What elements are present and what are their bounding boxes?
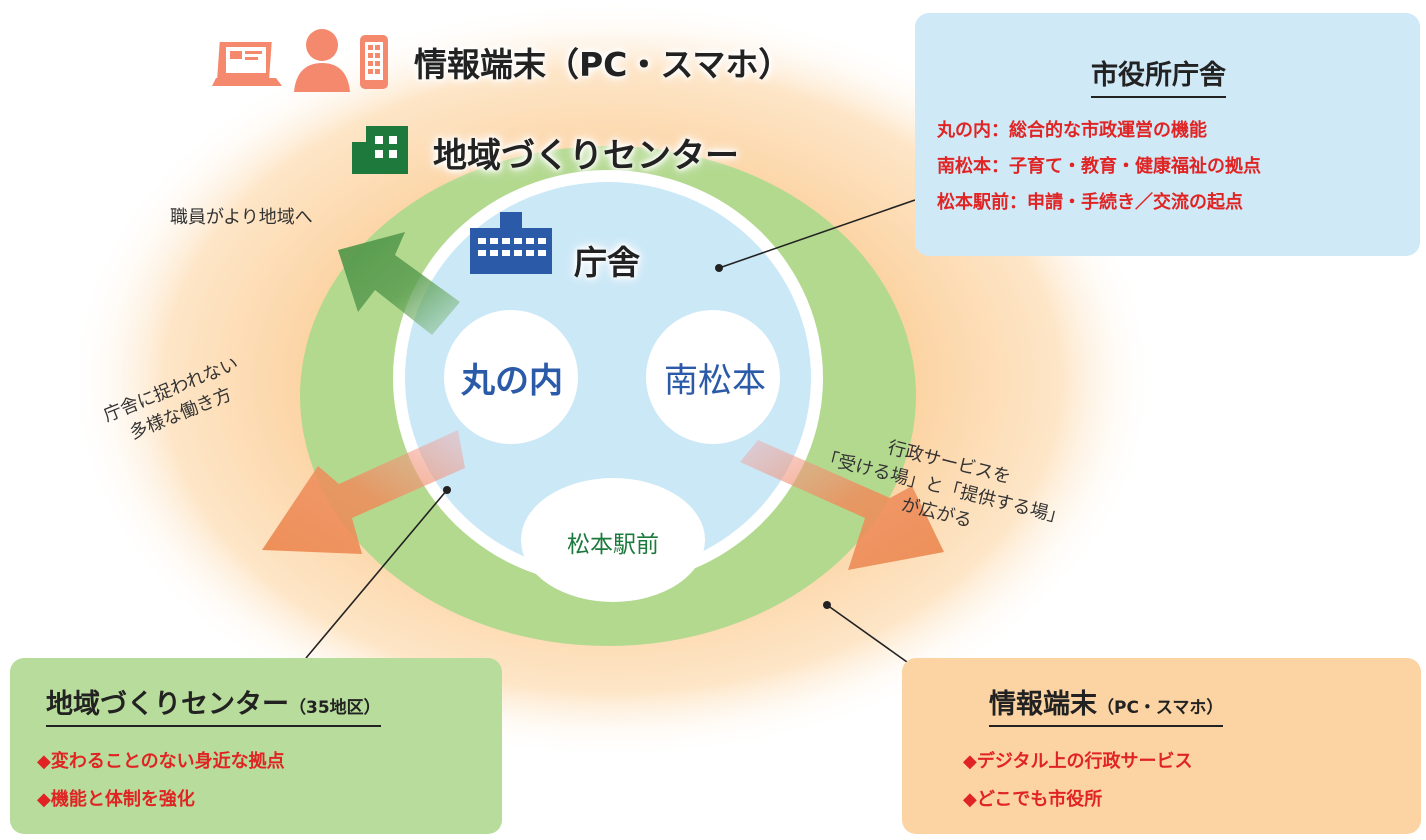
city-hall-building-icon xyxy=(470,212,552,274)
service-arrow xyxy=(740,440,944,570)
marunouchi-label: 丸の内 xyxy=(461,361,563,401)
city-hall-box-line: 丸の内：総合的な市政運営の機能 xyxy=(937,120,1207,141)
minami-matsumoto-circle xyxy=(646,310,780,444)
community-center-box-list: ◆変わることのない身近な拠点 ◆機能と体制を強化 xyxy=(37,743,285,819)
terminal-connector xyxy=(826,604,908,663)
community-center-box-subtitle: （35地区） xyxy=(289,698,381,718)
community-center-building-icon xyxy=(352,126,408,174)
staff-arrow xyxy=(338,232,460,335)
terminal-box-title-text: 情報端末 xyxy=(989,689,1097,720)
terminal-box-subtitle: （PC・スマホ） xyxy=(1097,698,1224,718)
city-hall-ring xyxy=(405,182,811,574)
laptop-icon xyxy=(212,42,282,86)
terminal-box-list: ◆デジタル上の行政サービス ◆どこでも市役所 xyxy=(963,743,1192,819)
staff-annotation: 職員がより地域へ xyxy=(170,207,313,228)
community-center-box-title-text: 地域づくりセンター xyxy=(46,689,289,720)
community-center-box-title: 地域づくりセンター（35地区） xyxy=(46,682,381,727)
workstyle-arrow xyxy=(262,430,465,554)
terminal-ring-title: 情報端末（PC・スマホ） xyxy=(414,45,792,84)
city-hall-info-box: 市役所庁舎 丸の内：総合的な市政運営の機能 南松本：子育て・教育・健康福祉の拠点… xyxy=(915,13,1420,256)
city-hall-box-line: 松本駅前：申請・手続き／交流の起点 xyxy=(937,192,1243,213)
minami-matsumoto-label: 南松本 xyxy=(664,361,766,401)
center-connector-dot xyxy=(443,486,451,494)
terminal-connector-dot xyxy=(823,601,831,609)
person-icon xyxy=(294,29,350,92)
ekimae-circle xyxy=(521,478,705,602)
city-hall-box-list: 丸の内：総合的な市政運営の機能 南松本：子育て・教育・健康福祉の拠点 松本駅前：… xyxy=(937,113,1261,221)
hall-connector-dot xyxy=(715,264,723,272)
city-hall-ring-title: 庁舎 xyxy=(574,243,640,282)
terminal-box-line: ◆デジタル上の行政サービス xyxy=(963,751,1193,772)
ekimae-label: 松本駅前 xyxy=(567,532,659,558)
center-connector xyxy=(305,489,448,659)
terminal-info-box: 情報端末（PC・スマホ） ◆デジタル上の行政サービス ◆どこでも市役所 xyxy=(902,658,1421,834)
community-center-ring-title: 地域づくりセンター xyxy=(433,136,739,176)
city-hall-box-line: 南松本：子育て・教育・健康福祉の拠点 xyxy=(937,156,1261,177)
community-center-box-line: ◆機能と体制を強化 xyxy=(37,789,195,810)
city-hall-box-title: 市役所庁舎 xyxy=(1091,53,1226,98)
hall-connector xyxy=(718,199,916,269)
terminal-box-line: ◆どこでも市役所 xyxy=(963,789,1103,810)
terminal-box-title: 情報端末（PC・スマホ） xyxy=(989,682,1224,727)
marunouchi-circle xyxy=(444,310,578,444)
community-center-box-line: ◆変わることのない身近な拠点 xyxy=(37,751,285,772)
smartphone-icon xyxy=(360,35,388,89)
community-center-info-box: 地域づくりセンター（35地区） ◆変わることのない身近な拠点 ◆機能と体制を強化 xyxy=(10,658,502,834)
